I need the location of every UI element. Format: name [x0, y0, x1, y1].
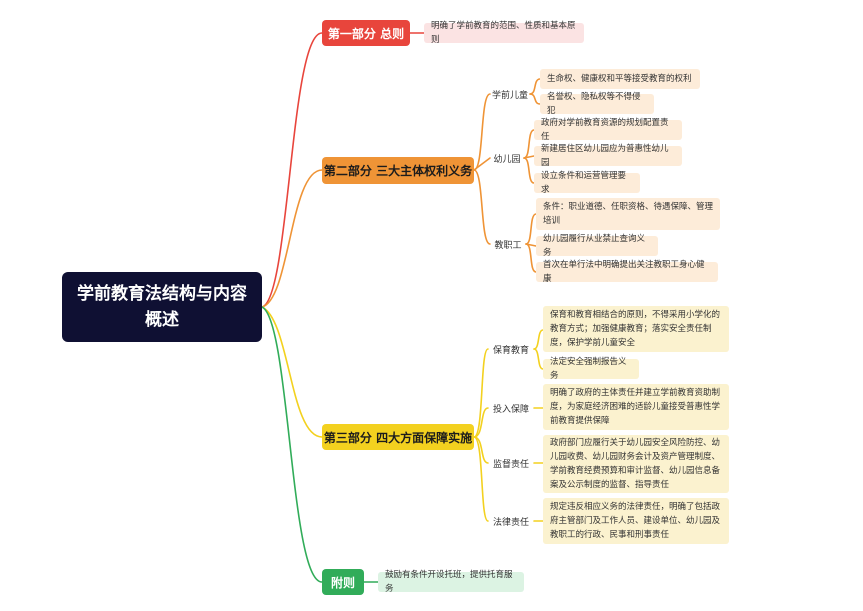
- part2-topic[interactable]: 第二部分 三大主体权利义务: [322, 157, 474, 184]
- root-title: 学前教育法结构与内容概述: [77, 284, 247, 330]
- group-investment[interactable]: 投入保障: [492, 404, 529, 415]
- group-care-education[interactable]: 保育教育: [492, 345, 529, 356]
- leaf-supervision-1[interactable]: 政府部门应履行关于幼儿园安全风险防控、幼儿园收费、幼儿园财务会计及资产管理制度、…: [543, 435, 729, 493]
- part4-label: 附则: [330, 575, 355, 590]
- root-topic[interactable]: 学前教育法结构与内容概述: [62, 272, 262, 342]
- leaf-children-right-1[interactable]: 生命权、健康权和平等接受教育的权利: [540, 69, 700, 89]
- leaf-staff-1[interactable]: 条件：职业道德、任职资格、待遇保障、管理培训: [536, 198, 720, 230]
- leaf-staff-2[interactable]: 幼儿园履行从业禁止查询义务: [536, 234, 658, 258]
- leaf-kindergarten-1[interactable]: 政府对学前教育资源的规划配置责任: [534, 118, 682, 142]
- part1-label: 第一部分 总则: [327, 26, 405, 41]
- part2-label: 第二部分 三大主体权利义务: [323, 164, 473, 178]
- part1-detail[interactable]: 明确了学前教育的范围、性质和基本原则: [424, 21, 584, 45]
- leaf-children-right-2[interactable]: 名誉权、隐私权等不得侵犯: [540, 92, 654, 116]
- group-legal-liability[interactable]: 法律责任: [492, 517, 529, 528]
- group-preschool-children[interactable]: 学前儿童: [491, 90, 528, 101]
- group-kindergarten[interactable]: 幼儿园: [493, 154, 521, 165]
- leaf-kindergarten-3[interactable]: 设立条件和运营管理要求: [534, 171, 640, 195]
- leaf-care-1[interactable]: 保育和教育相结合的原则，不得采用小学化的教育方式；加强健康教育；落实安全责任制度…: [543, 306, 729, 352]
- group-supervision[interactable]: 监督责任: [492, 459, 529, 470]
- part3-topic[interactable]: 第三部分 四大方面保障实施: [322, 424, 474, 450]
- group-staff[interactable]: 教职工: [494, 240, 522, 251]
- part3-label: 第三部分 四大方面保障实施: [323, 430, 473, 445]
- leaf-legal-1[interactable]: 规定违反相应义务的法律责任，明确了包括政府主管部门及工作人员、建设单位、幼儿园及…: [543, 498, 729, 544]
- part4-detail[interactable]: 鼓励有条件开设托班，提供托育服务: [378, 570, 524, 594]
- leaf-care-2[interactable]: 法定安全强制报告义务: [543, 357, 639, 381]
- leaf-staff-3[interactable]: 首次在单行法中明确提出关注教职工身心健康: [536, 260, 718, 284]
- part4-topic[interactable]: 附则: [322, 569, 364, 595]
- leaf-kindergarten-2[interactable]: 新建居住区幼儿园应为普惠性幼儿园: [534, 144, 682, 168]
- leaf-investment-1[interactable]: 明确了政府的主体责任并建立学前教育资助制度，为家庭经济困难的适龄儿童接受普惠性学…: [543, 384, 729, 430]
- part1-topic[interactable]: 第一部分 总则: [322, 20, 410, 46]
